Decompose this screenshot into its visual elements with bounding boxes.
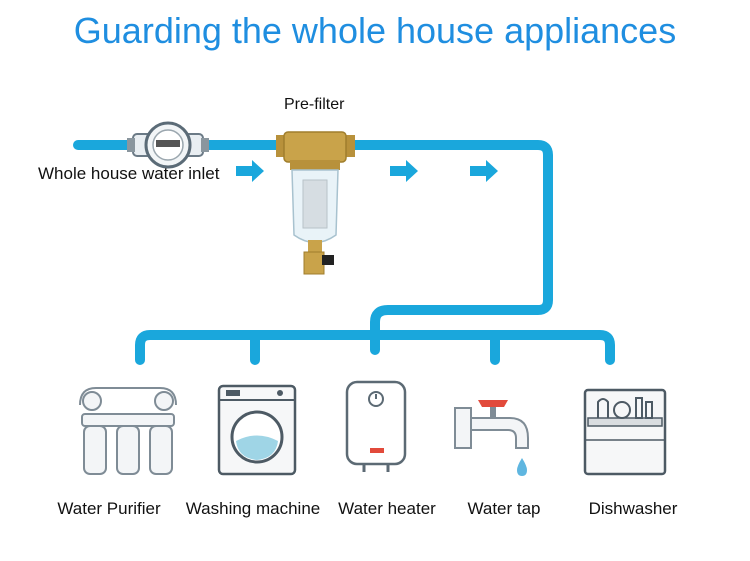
appliance-label-dishwasher: Dishwasher [588,499,678,518]
pre-filter-icon [276,131,355,275]
water-meter-icon [127,121,209,169]
prefilter-label: Pre-filter [284,96,345,113]
water-tap-icon [454,400,529,476]
flow-arrow-icon [390,160,418,182]
appliance-label-water-purifier: Water Purifier [57,499,161,518]
appliance-label-water-tap: Water tap [467,499,541,518]
main-pipe [73,140,615,365]
washing-machine-icon [217,384,297,476]
water-purifier-icon [79,387,177,475]
page-title: Guarding the whole house appliances [73,10,677,51]
flow-arrow-icon [236,160,264,182]
appliance-label-washing-machine: Washing machine [185,499,321,518]
appliance-label-water-heater: Water heater [338,499,436,518]
flow-arrows [236,160,498,182]
water-heater-icon [345,380,407,472]
inlet-label: Whole house water inlet [38,164,220,183]
flow-arrow-icon [470,160,498,182]
dishwasher-icon [583,388,667,476]
